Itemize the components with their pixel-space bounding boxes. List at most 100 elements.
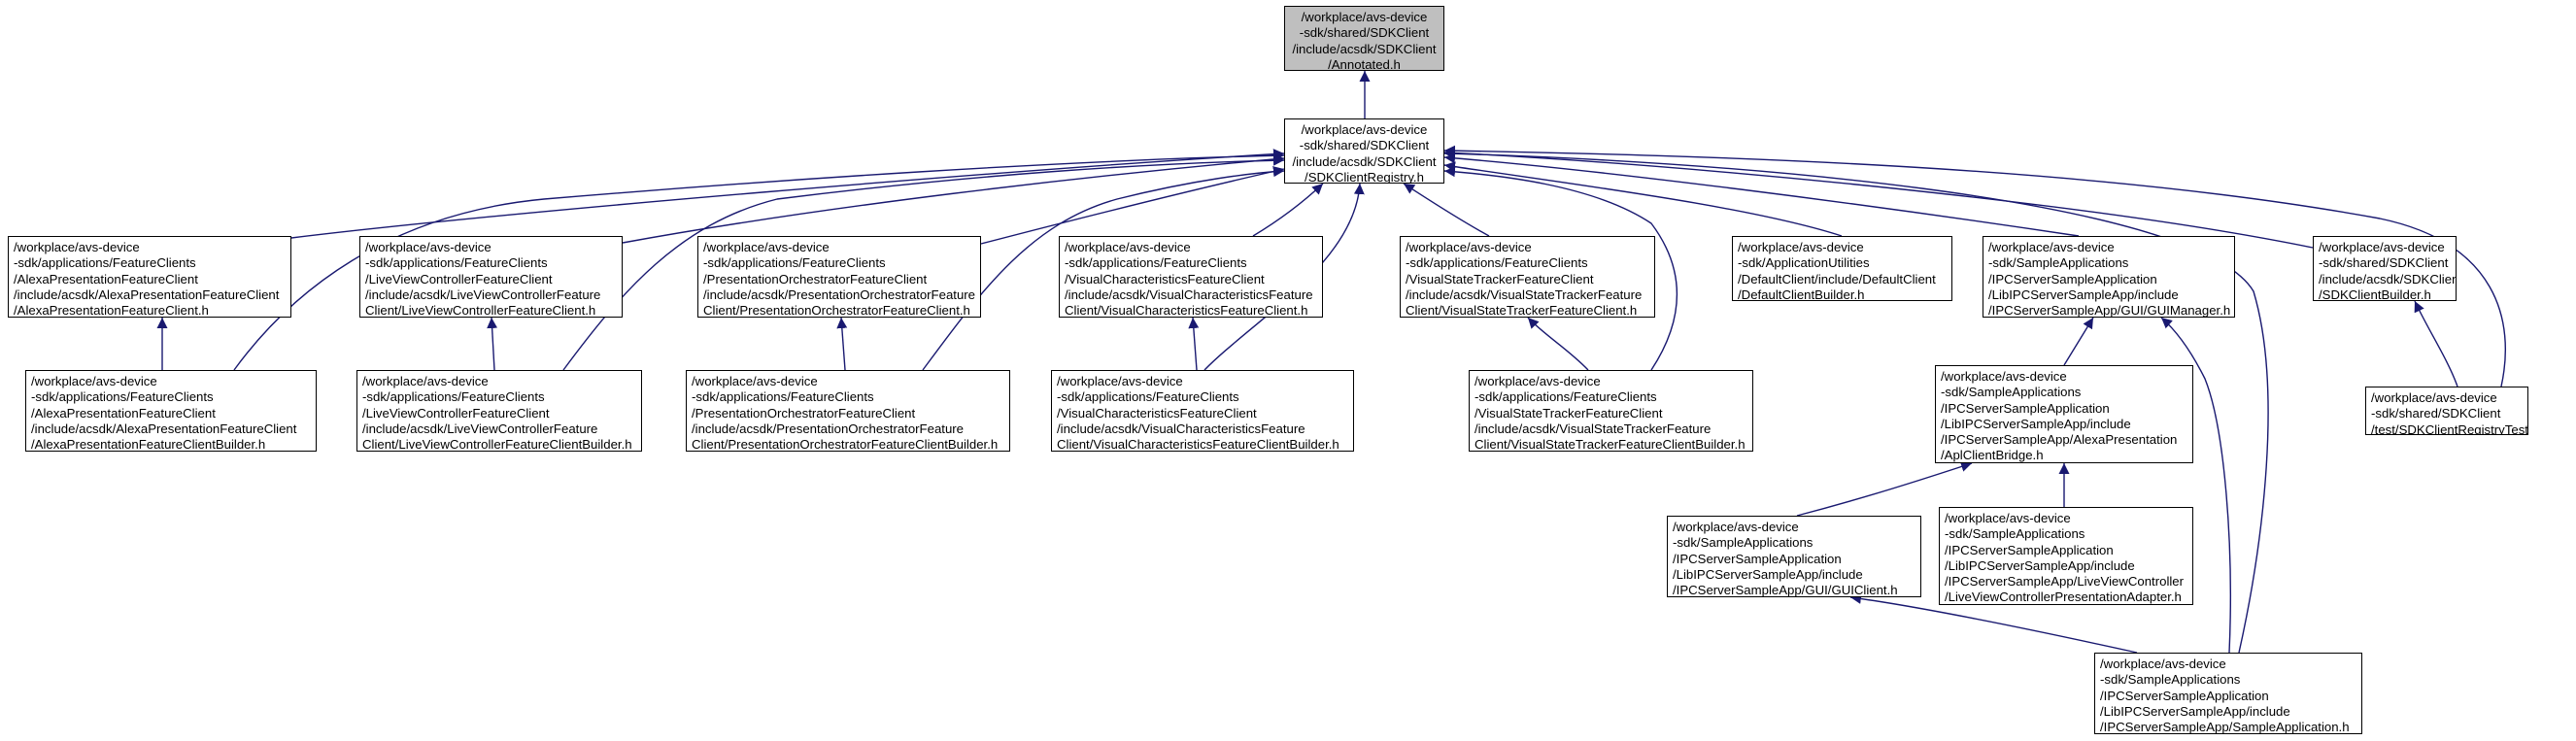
node-visualstate-client[interactable]: /workplace/avs-device-sdk/applications/F… [1400, 236, 1655, 318]
node-label-line: /LibIPCServerSampleApp/include [1988, 286, 2179, 302]
node-label-line: /include/acsdk/VisualCharacteristicsFeat… [1065, 286, 1313, 302]
node-alexa-builder[interactable]: /workplace/avs-device-sdk/applications/F… [25, 370, 317, 452]
node-label-line: /include/acsdk/SDKClient [2319, 271, 2457, 286]
edge-liveview-builder-to-liveview-client [487, 317, 498, 371]
node-sdk-client-builder[interactable]: /workplace/avs-device-sdk/shared/SDKClie… [2313, 236, 2457, 301]
node-label-line: /workplace/avs-device [1474, 374, 1601, 388]
node-visualchar-builder[interactable]: /workplace/avs-device-sdk/applications/F… [1051, 370, 1354, 452]
node-label-line: /include/acsdk/PresentationOrchestratorF… [692, 421, 965, 436]
node-label-line: /workplace/avs-device [1738, 240, 1864, 254]
node-gui-manager[interactable]: /workplace/avs-device-sdk/SampleApplicat… [1983, 236, 2235, 318]
node-label-line: -sdk/applications/FeatureClients [1474, 389, 1657, 405]
node-label-line: /DefaultClientBuilder.h [1738, 286, 1865, 301]
node-label-line: /AplClientBridge.h [1941, 448, 2044, 463]
node-label-line: /include/acsdk/SDKClient [1292, 153, 1437, 169]
node-label-line: /VisualStateTrackerFeatureClient [1474, 405, 1663, 421]
node-label-line: /LiveViewControllerFeatureClient [365, 271, 553, 286]
node-label-line: Client/VisualCharacteristicsFeatureClien… [1065, 303, 1308, 318]
node-visualchar-client[interactable]: /workplace/avs-device-sdk/applications/F… [1059, 236, 1323, 318]
edge-liveview-builder-to-registry [562, 154, 1285, 371]
node-label-line: /workplace/avs-device [31, 374, 157, 388]
node-label-line: /workplace/avs-device [1301, 10, 1428, 24]
node-label-line: /workplace/avs-device [1673, 520, 1799, 534]
node-visualstate-builder[interactable]: /workplace/avs-device-sdk/applications/F… [1469, 370, 1753, 452]
node-label-line: /SDKClientRegistry.h [1305, 169, 1424, 184]
node-sample-application[interactable]: /workplace/avs-device-sdk/SampleApplicat… [2094, 653, 2362, 734]
node-label-line: /workplace/avs-device [365, 240, 491, 254]
node-label-line: /include/acsdk/LiveViewControllerFeature [365, 286, 601, 302]
node-label-line: /LiveViewControllerPresentationAdapter.h [1945, 589, 2182, 605]
node-label-line: /LibIPCServerSampleApp/include [1673, 566, 1863, 582]
node-label-line: -sdk/SampleApplications [1988, 255, 2129, 271]
node-label-line: /include/acsdk/VisualStateTrackerFeature [1474, 421, 1712, 436]
edge-visualstate-client-to-registry [1403, 183, 1490, 237]
node-label-line: /workplace/avs-device [1301, 122, 1428, 137]
edge-alexa-client-to-registry [290, 149, 1285, 239]
node-label-line: Client/PresentationOrchestratorFeatureCl… [692, 437, 999, 452]
edge-gui-manager-to-registry [1443, 152, 2080, 237]
node-registry-test[interactable]: /workplace/avs-device-sdk/shared/SDKClie… [2365, 387, 2528, 435]
node-label-line: /include/acsdk/AlexaPresentationFeatureC… [31, 421, 297, 436]
node-gui-client[interactable]: /workplace/avs-device-sdk/SampleApplicat… [1667, 516, 1921, 597]
node-label-line: /Annotated.h [1328, 56, 1401, 71]
node-liveview-client[interactable]: /workplace/avs-device-sdk/applications/F… [359, 236, 623, 318]
node-alexa-client[interactable]: /workplace/avs-device-sdk/applications/F… [8, 236, 291, 318]
edge-presentation-builder-to-presentation-client [836, 317, 848, 371]
node-presentation-client[interactable]: /workplace/avs-device-sdk/applications/F… [697, 236, 981, 318]
node-label-line: /include/acsdk/PresentationOrchestratorF… [703, 286, 976, 302]
edge-visualchar-builder-to-visualchar-client [1188, 317, 1200, 371]
node-label-line: /workplace/avs-device [703, 240, 830, 254]
node-label-line: /AlexaPresentationFeatureClient [14, 271, 198, 286]
node-registry[interactable]: /workplace/avs-device-sdk/shared/SDKClie… [1284, 118, 1444, 184]
node-label-line: -sdk/shared/SDKClient [1299, 138, 1430, 153]
node-default-client-builder[interactable]: /workplace/avs-device-sdk/ApplicationUti… [1732, 236, 1952, 301]
node-label-line: /workplace/avs-device [692, 374, 818, 388]
node-label-line: Client/LiveViewControllerFeatureClientBu… [362, 437, 632, 452]
node-label-line: /LibIPCServerSampleApp/include [1941, 416, 2131, 431]
node-label-line: /test/SDKClientRegistryTest.cpp [2371, 421, 2528, 435]
edge-sample-application-to-gui-client [1849, 593, 2138, 654]
node-label-line: /workplace/avs-device [362, 374, 489, 388]
node-liveview-builder[interactable]: /workplace/avs-device-sdk/applications/F… [356, 370, 642, 452]
node-label-line: /IPCServerSampleApp/AlexaPresentation [1941, 432, 2178, 448]
node-label-line: /IPCServerSampleApp/LiveViewController [1945, 574, 2185, 589]
node-apl-client-bridge[interactable]: /workplace/avs-device-sdk/SampleApplicat… [1935, 365, 2193, 463]
edge-gui-client-to-apl-client-bridge [1796, 461, 1973, 517]
node-label-line: Client/VisualStateTrackerFeatureClientBu… [1474, 437, 1746, 452]
edge-sdk-client-builder-to-registry [1443, 148, 2314, 249]
node-label-line: /LiveViewControllerFeatureClient [362, 405, 550, 421]
node-label-line: /workplace/avs-device [1988, 240, 2115, 254]
node-liveview-adapter[interactable]: /workplace/avs-device-sdk/SampleApplicat… [1939, 507, 2193, 605]
node-label-line: /IPCServerSampleApplication [2100, 688, 2269, 703]
node-label-line: -sdk/applications/FeatureClients [1065, 255, 1247, 271]
node-label-line: /workplace/avs-device [2319, 240, 2445, 254]
node-label-line: -sdk/ApplicationUtilities [1738, 255, 1870, 271]
node-label-line: /IPCServerSampleApplication [1941, 400, 2110, 416]
edge-alexa-builder-to-registry [233, 150, 1285, 371]
edge-registry-test-to-registry [1443, 145, 2507, 387]
node-label-line: /include/acsdk/VisualCharacteristicsFeat… [1057, 421, 1305, 436]
node-label-line: /VisualStateTrackerFeatureClient [1406, 271, 1594, 286]
node-label-line: -sdk/shared/SDKClient [1299, 25, 1430, 41]
node-label-line: /workplace/avs-device [2100, 657, 2226, 671]
node-label-line: /IPCServerSampleApplication [1988, 271, 2157, 286]
node-label-line: -sdk/applications/FeatureClients [1406, 255, 1588, 271]
node-label-line: /include/acsdk/LiveViewControllerFeature [362, 421, 598, 436]
node-label-line: /IPCServerSampleApp/GUI/GUIManager.h [1988, 303, 2231, 318]
node-label-line: -sdk/applications/FeatureClients [692, 389, 874, 405]
edge-presentation-client-to-registry [980, 166, 1285, 245]
node-label-line: /VisualCharacteristicsFeatureClient [1065, 271, 1265, 286]
node-label-line: /include/acsdk/VisualStateTrackerFeature [1406, 286, 1643, 302]
node-label-line: Client/LiveViewControllerFeatureClient.h [365, 303, 596, 318]
node-label-line: Client/PresentationOrchestratorFeatureCl… [703, 303, 970, 318]
edge-visualstate-builder-to-registry [1443, 166, 1678, 371]
node-annotated: /workplace/avs-device-sdk/shared/SDKClie… [1284, 6, 1444, 71]
node-label-line: /IPCServerSampleApp/GUI/GUIClient.h [1673, 583, 1898, 597]
node-label-line: -sdk/applications/FeatureClients [1057, 389, 1239, 405]
node-label-line: /IPCServerSampleApplication [1945, 542, 2114, 557]
node-label-line: /IPCServerSampleApplication [1673, 551, 1842, 566]
edge-registry-test-to-sdk-client-builder [2414, 300, 2458, 387]
node-presentation-builder[interactable]: /workplace/avs-device-sdk/applications/F… [686, 370, 1010, 452]
node-label-line: Client/VisualCharacteristicsFeatureClien… [1057, 437, 1339, 452]
node-label-line: -sdk/SampleApplications [2100, 672, 2241, 688]
